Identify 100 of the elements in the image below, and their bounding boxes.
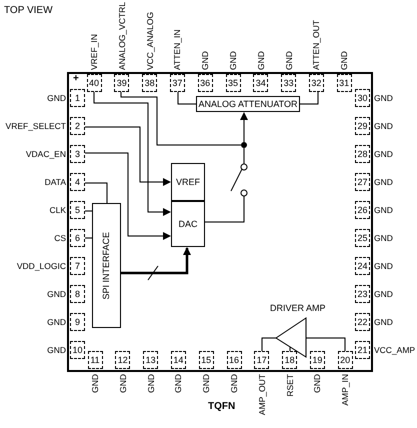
pin-box: 39 — [114, 74, 130, 92]
pin-name: VREF_IN — [90, 34, 98, 70]
pin-name: DATA — [44, 178, 66, 186]
pin-name: GND — [313, 374, 322, 393]
function-block: ANALOG ATTENUATOR — [196, 96, 300, 112]
pin-name: GND — [340, 51, 348, 70]
pin-box: 36 — [198, 74, 213, 92]
pin-name: GND — [174, 374, 183, 393]
connector-line — [204, 196, 244, 222]
pin-name: GND — [374, 318, 393, 326]
pin-box: 33 — [281, 74, 296, 92]
pin-name: GND — [47, 318, 66, 326]
pin-box: 7 — [70, 257, 85, 275]
pin-box: 12 — [115, 351, 130, 369]
pin-box: 35 — [226, 74, 240, 92]
pin-box: 32 — [308, 74, 324, 92]
pin-name: GND — [284, 51, 293, 70]
arrow — [121, 247, 191, 274]
pin-box: 20 — [338, 351, 353, 369]
pin-box: 4 — [70, 173, 85, 191]
pin-name: GND — [200, 51, 210, 70]
pin-box: 23 — [355, 285, 370, 303]
arrow — [84, 152, 171, 240]
pin-box: 24 — [355, 257, 370, 275]
pin-box: 25 — [355, 229, 370, 247]
connector-line — [84, 182, 108, 204]
pin-name: VREF_SELECT — [6, 122, 66, 130]
pin-box: 22 — [355, 313, 370, 331]
pin-name: GND — [228, 51, 238, 70]
connector-line — [178, 92, 196, 104]
pin-box: 34 — [253, 74, 268, 92]
pin-box: 2 — [70, 117, 85, 135]
pin-name: GND — [118, 374, 128, 393]
pin-name: GND — [47, 94, 66, 102]
pin-name: CLK — [49, 206, 66, 214]
pin-box: 37 — [170, 74, 185, 92]
pin-box: 9 — [70, 313, 85, 331]
pin-name: GND — [374, 150, 393, 158]
connector-line — [306, 338, 346, 352]
pin-box: 29 — [355, 117, 370, 135]
pin-box: 19 — [310, 351, 325, 369]
pin-box: 6 — [70, 229, 85, 247]
pin-name: GND — [230, 374, 238, 393]
pin-name: GND — [47, 346, 66, 354]
connector-line — [262, 338, 276, 352]
connector-line — [300, 92, 318, 104]
pin-name: ATTEN_IN — [173, 30, 182, 70]
pin-name: ATTEN_OUT — [312, 20, 321, 70]
pin-name: GND — [374, 262, 393, 270]
pin-name: VDD_LOGIC — [16, 262, 66, 270]
pin-name: RSET — [285, 374, 294, 397]
pin-name: GND — [47, 290, 66, 298]
pin-name: VCC_AMP — [374, 346, 416, 354]
pin-name: GND — [202, 374, 210, 393]
pin-one-mark: + — [73, 74, 79, 84]
pin-name: GND — [256, 51, 266, 70]
pin-name: VDAC_EN — [26, 150, 66, 158]
function-block: VREF — [171, 163, 205, 201]
pin-box: 15 — [198, 351, 214, 369]
pin-name: GND — [374, 234, 393, 242]
pin-box: 31 — [336, 74, 352, 92]
pin-name: GND — [374, 122, 393, 130]
connector-line — [120, 92, 242, 146]
connector-line — [84, 210, 92, 212]
pin-box: 21 — [355, 341, 370, 359]
pin-box: 3 — [70, 145, 85, 163]
function-block: SPI INTERFACE — [92, 203, 121, 328]
pin-box: 5 — [70, 201, 85, 219]
caption-text: TOP VIEW — [4, 6, 53, 16]
pin-box: 13 — [143, 351, 158, 369]
pin-box: 14 — [170, 351, 186, 369]
pin-name: GND — [374, 290, 393, 298]
pin-box: 40 — [86, 74, 102, 92]
caption-text: TQFN — [208, 402, 236, 412]
pin-name: GND — [374, 178, 393, 186]
pin-name: GND — [374, 94, 393, 102]
pin-box: 11 — [88, 351, 102, 369]
pin-box: 18 — [282, 351, 298, 369]
pin-name: AMP_OUT — [258, 374, 266, 416]
pin-box: 8 — [70, 285, 85, 303]
pin-box: 26 — [355, 201, 370, 219]
pin-name: CS — [54, 234, 66, 242]
pin-box: 30 — [355, 89, 370, 107]
arrow — [84, 126, 171, 186]
pin-name: VCC_ANALOG — [145, 12, 154, 70]
arrow — [94, 92, 171, 216]
pin-box: 27 — [355, 173, 370, 191]
pin-box: 17 — [254, 351, 270, 369]
function-block: DAC — [171, 201, 205, 247]
pin-box: 28 — [355, 145, 370, 163]
pin-box: 1 — [70, 89, 85, 107]
pin-box: 38 — [142, 74, 158, 92]
pin-name: ANALOG_VCTRL — [118, 2, 126, 70]
pin-name: GND — [146, 374, 155, 393]
pin-box: 10 — [70, 341, 85, 359]
pin-name: GND — [374, 206, 393, 214]
switch-symbol — [230, 163, 248, 197]
pin-box: 16 — [226, 351, 242, 369]
pin-name: GND — [90, 374, 100, 393]
arrow — [240, 112, 248, 142]
